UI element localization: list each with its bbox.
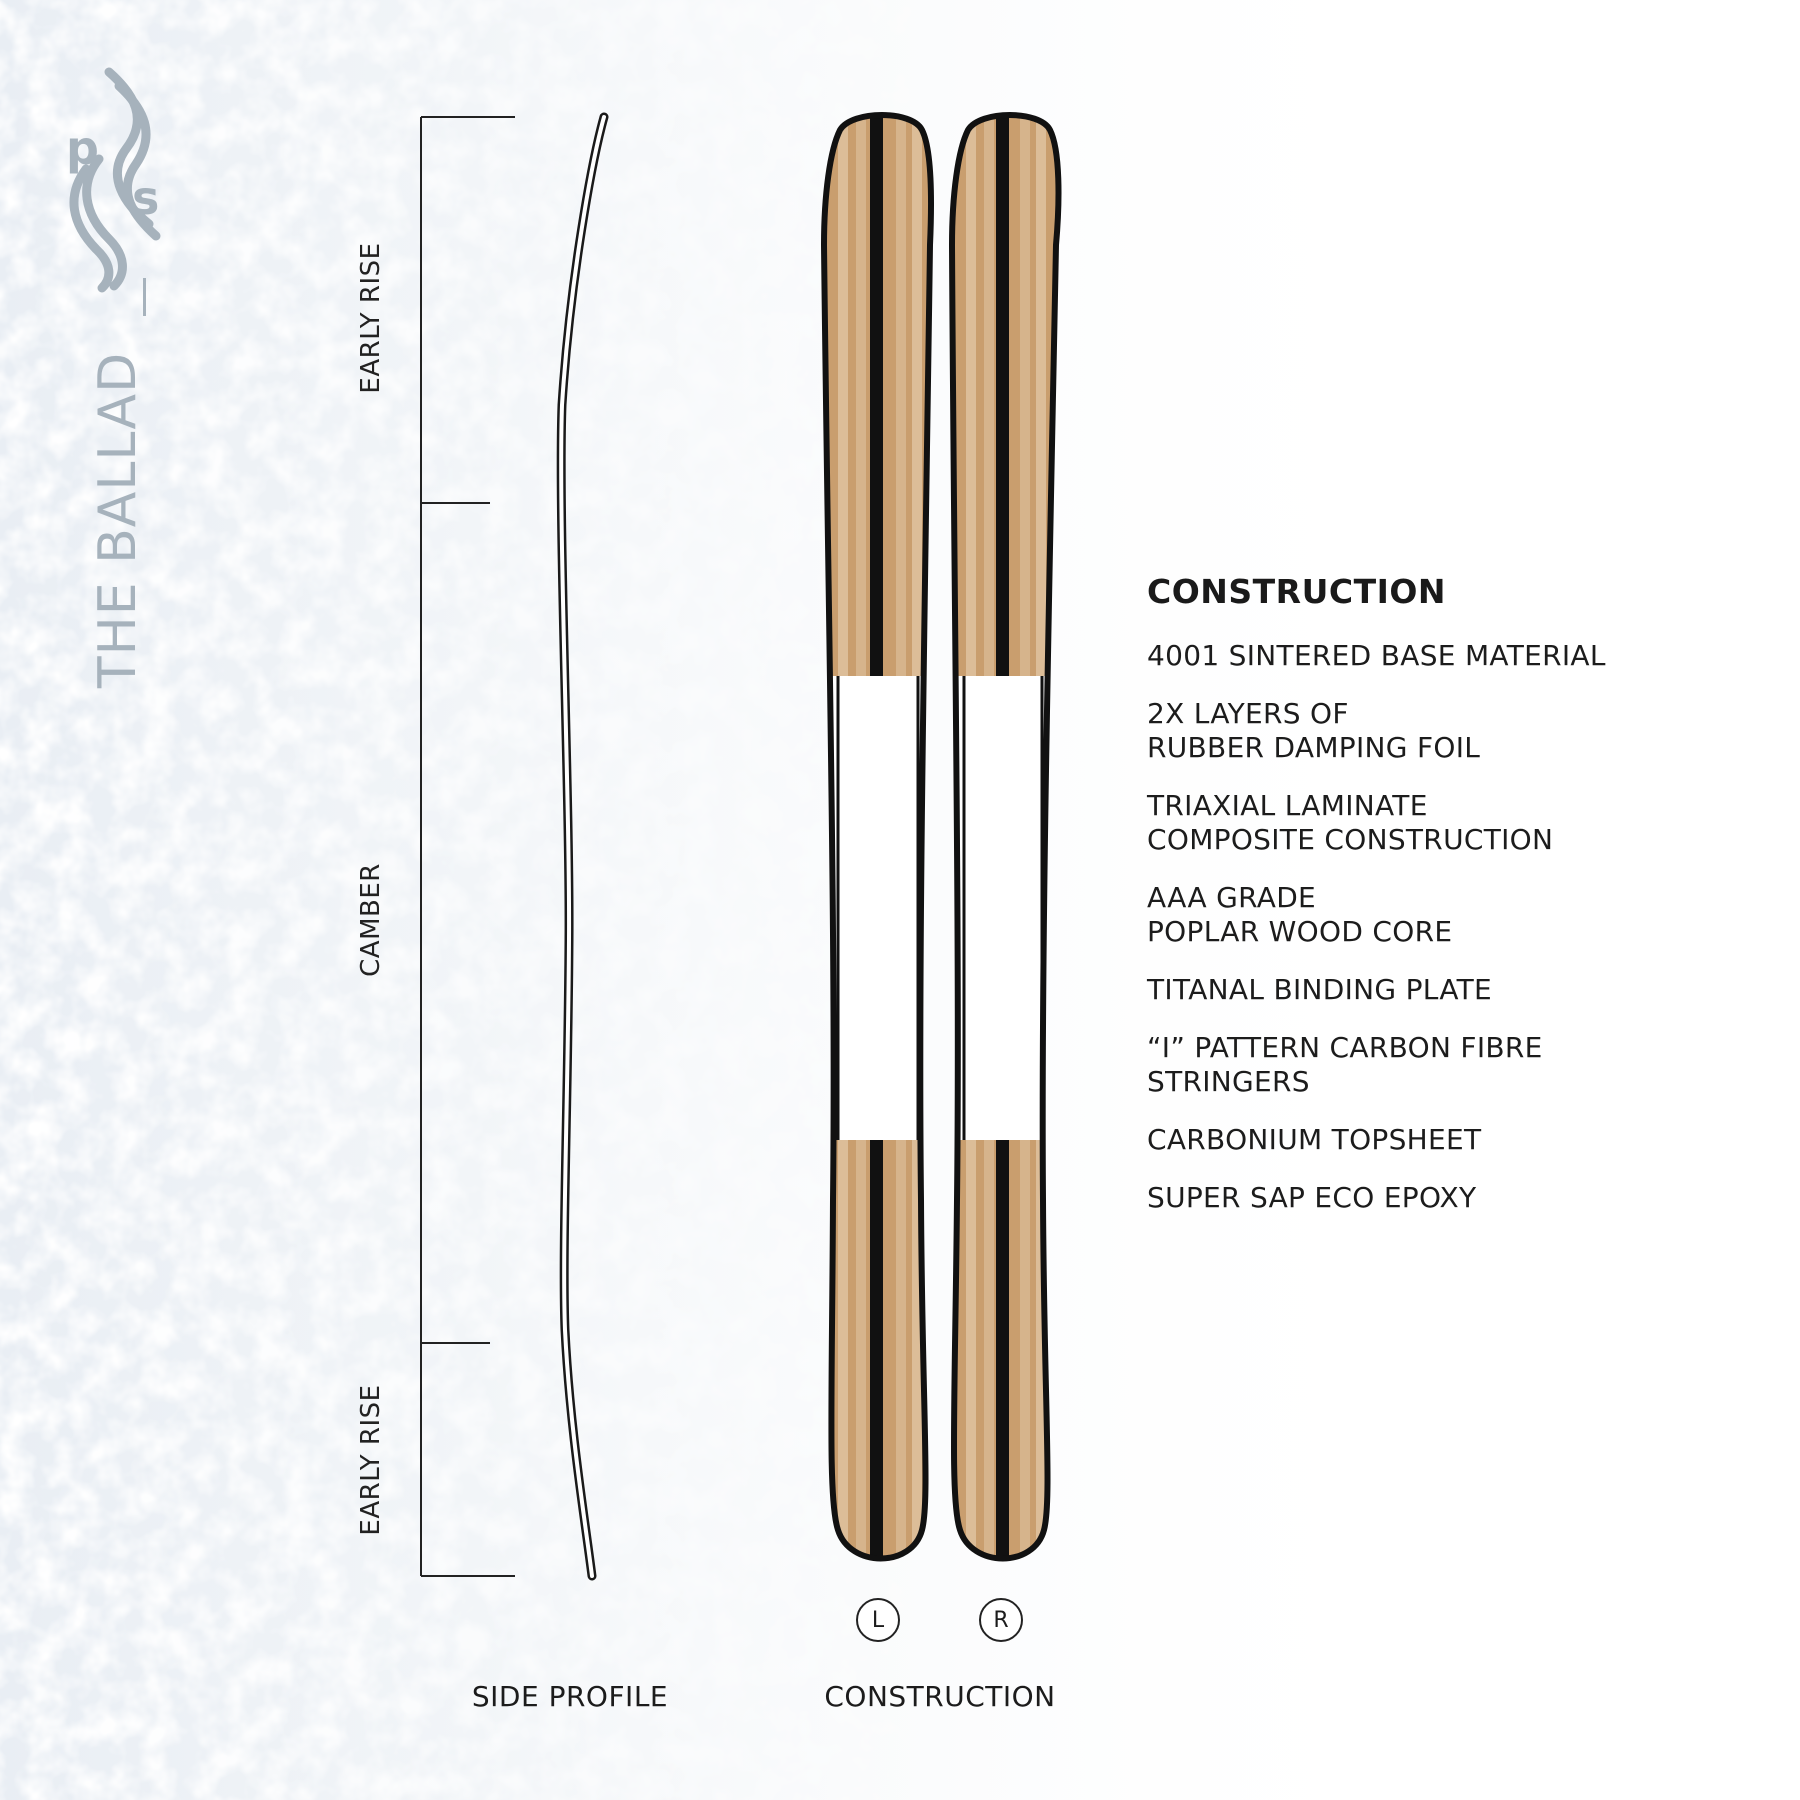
spec-item-stringers: “I” PATTERN CARBON FIBRE STRINGERS: [1147, 1031, 1543, 1098]
side-profile-caption: SIDE PROFILE: [471, 1680, 669, 1713]
brand-sidebar: p s: [40, 50, 190, 750]
ski-right: [948, 112, 1062, 1562]
construction-spec-panel: CONSTRUCTION 4001 SINTERED BASE MATERIAL…: [1147, 572, 1767, 1239]
spec-item-laminate: TRIAXIAL LAMINATE COMPOSITE CONSTRUCTION: [1147, 789, 1554, 856]
brand-divider: [143, 278, 146, 316]
spec-list: 4001 SINTERED BASE MATERIAL 2X LAYERS OF…: [1147, 639, 1767, 1215]
spec-item-base: 4001 SINTERED BASE MATERIAL: [1147, 639, 1606, 672]
ski-left-marker: L: [856, 1598, 900, 1642]
ps-wave-logo: p s: [66, 67, 161, 293]
ski-left: [820, 112, 935, 1562]
spec-item-binding-plate: TITANAL BINDING PLATE: [1147, 973, 1493, 1006]
svg-text:p: p: [66, 121, 99, 175]
spec-item-epoxy: SUPER SAP ECO EPOXY: [1147, 1181, 1477, 1214]
spec-item-topsheet: CARBONIUM TOPSHEET: [1147, 1123, 1482, 1156]
spec-heading: CONSTRUCTION: [1147, 572, 1447, 611]
spec-item-damping: 2X LAYERS OF RUBBER DAMPING FOIL: [1147, 697, 1481, 764]
profile-bracket: [420, 116, 515, 1577]
construction-caption: CONSTRUCTION: [824, 1680, 1056, 1713]
spec-item-core: AAA GRADE POPLAR WOOD CORE: [1147, 881, 1453, 948]
ski-right-marker: R: [979, 1598, 1023, 1642]
svg-text:s: s: [132, 171, 159, 225]
